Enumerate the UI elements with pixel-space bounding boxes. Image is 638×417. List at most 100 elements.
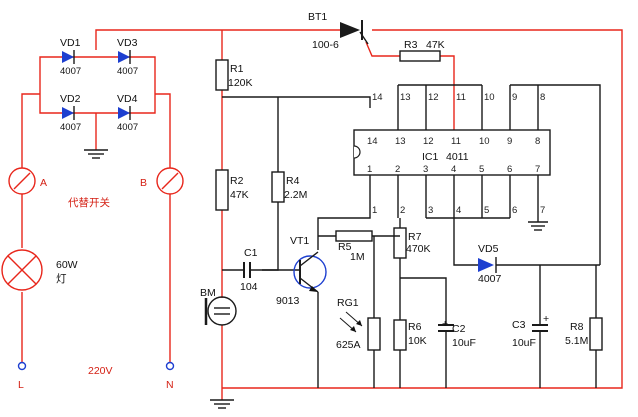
resistor-r3 bbox=[399, 50, 441, 62]
ic-pin-bottom-4-outer: 4 bbox=[456, 205, 461, 216]
capacitor-c1 bbox=[243, 262, 251, 278]
label-r2-value: 47K bbox=[230, 189, 249, 201]
label-ic1-ref: IC1 bbox=[422, 151, 439, 163]
microphone-bm bbox=[204, 296, 237, 326]
label-vt1-value: 9013 bbox=[276, 295, 300, 307]
label-lamp-unit: 灯 bbox=[56, 273, 67, 285]
ic-pin-top-10-inner: 10 bbox=[479, 136, 490, 147]
label-rg1-value: 625A bbox=[336, 339, 361, 351]
label-r2-ref: R2 bbox=[230, 175, 244, 187]
label-r4-ref: R4 bbox=[286, 175, 300, 187]
light-arrows-icon bbox=[339, 311, 363, 333]
label-ic1-value: 4011 bbox=[446, 151, 469, 163]
label-vt1-ref: VT1 bbox=[290, 235, 309, 247]
label-vd5-value: 4007 bbox=[478, 273, 502, 285]
label-vd3-value: 4007 bbox=[117, 66, 138, 77]
diode-vd5 bbox=[478, 257, 497, 273]
label-switch-note: 代替开关 bbox=[68, 196, 110, 209]
ic-pin-top-13-outer: 13 bbox=[400, 92, 411, 103]
label-vd4-ref: VD4 bbox=[117, 93, 138, 105]
ic-pin-top-12-outer: 12 bbox=[428, 92, 439, 103]
lamp bbox=[1, 249, 43, 291]
label-terminal-l: L bbox=[18, 379, 24, 391]
ic-4011 bbox=[353, 129, 551, 176]
ic-pin-bottom-2-inner: 2 bbox=[395, 164, 400, 175]
label-r5-ref: R5 bbox=[338, 241, 352, 253]
label-voltage: 220V bbox=[88, 365, 113, 377]
ic-pin-bottom-1-outer: 1 bbox=[372, 205, 377, 216]
ic-pin-bottom-2-outer: 2 bbox=[400, 205, 405, 216]
label-r6-value: 10K bbox=[408, 335, 427, 347]
label-bm-ref: BM bbox=[200, 287, 216, 299]
ic-pin-top-8-inner: 8 bbox=[535, 136, 540, 147]
label-terminal-n: N bbox=[166, 379, 174, 391]
capacitor-c3 bbox=[532, 324, 548, 340]
diode-vd2 bbox=[62, 106, 75, 120]
transistor-vt1 bbox=[293, 251, 327, 293]
label-rg1-ref: RG1 bbox=[337, 297, 359, 309]
label-r3-value: 47K bbox=[426, 39, 445, 51]
ic-pin-bottom-6-inner: 6 bbox=[507, 164, 512, 175]
terminal-b bbox=[156, 167, 184, 195]
label-bt1-value: 100-6 bbox=[312, 39, 339, 51]
ic-pin-top-11-outer: 11 bbox=[456, 92, 466, 103]
resistor-r2 bbox=[215, 169, 229, 211]
label-c3-plus: + bbox=[543, 313, 549, 325]
label-r4-value: 2.2M bbox=[284, 189, 307, 201]
labels: BT1 100-6 VD1 4007 VD3 4007 VD2 4007 VD4… bbox=[18, 11, 588, 391]
resistor-r7 bbox=[393, 227, 407, 259]
ic-pin-bottom-5-inner: 5 bbox=[479, 164, 484, 175]
label-r8-ref: R8 bbox=[570, 321, 584, 333]
ic-pin-bottom-7-outer: 7 bbox=[540, 205, 545, 216]
label-vd1-value: 4007 bbox=[60, 66, 81, 77]
ic-pin-top-12-inner: 12 bbox=[423, 136, 434, 147]
resistor-r5 bbox=[335, 230, 373, 242]
diode-vd3 bbox=[118, 50, 131, 64]
label-vd2-ref: VD2 bbox=[60, 93, 81, 105]
resistor-r8 bbox=[589, 317, 603, 351]
label-bt1-ref: BT1 bbox=[308, 11, 327, 23]
power-wires bbox=[21, 29, 623, 400]
capacitor-c2 bbox=[438, 324, 454, 340]
label-c1-value: 104 bbox=[240, 281, 258, 293]
label-c2-ref: C2 bbox=[452, 323, 466, 335]
ic-pin-top-10-outer: 10 bbox=[484, 92, 495, 103]
label-vd5-ref: VD5 bbox=[478, 243, 499, 255]
ic-pin-top-14-outer: 14 bbox=[372, 92, 383, 103]
resistor-r6 bbox=[393, 319, 407, 351]
ic-pin-bottom-3-inner: 3 bbox=[423, 164, 428, 175]
photoresistor-rg1 bbox=[367, 317, 381, 351]
label-terminal-a: A bbox=[40, 177, 47, 189]
label-c3-value: 10uF bbox=[512, 337, 536, 349]
label-lamp-value: 60W bbox=[56, 259, 78, 271]
ic-pin-bottom-5-outer: 5 bbox=[484, 205, 489, 216]
resistor-r1 bbox=[215, 59, 229, 91]
terminal-l bbox=[17, 361, 27, 371]
ic-pin-top-13-inner: 13 bbox=[395, 136, 406, 147]
terminal-n bbox=[165, 361, 175, 371]
label-r7-ref: R7 bbox=[408, 231, 422, 243]
terminal-a bbox=[8, 167, 36, 195]
resistor-r4 bbox=[271, 171, 285, 203]
label-c1-ref: C1 bbox=[244, 247, 258, 259]
ic-pin-bottom-4-inner: 4 bbox=[451, 164, 456, 175]
label-vd2-value: 4007 bbox=[60, 122, 81, 133]
ic-pin-top-9-inner: 9 bbox=[507, 136, 512, 147]
ic-pin-bottom-1-inner: 1 bbox=[367, 164, 372, 175]
ic-pin-top-14-inner: 14 bbox=[367, 136, 378, 147]
label-r7-value: 470K bbox=[406, 243, 431, 255]
thyristor-bt1 bbox=[340, 20, 369, 45]
label-r8-value: 5.1M bbox=[565, 335, 588, 347]
label-r1-value: 120K bbox=[228, 77, 253, 89]
label-r1-ref: R1 bbox=[230, 63, 244, 75]
label-vd3-ref: VD3 bbox=[117, 37, 138, 49]
label-c3-ref: C3 bbox=[512, 319, 526, 331]
ic-pin-bottom-3-outer: 3 bbox=[428, 205, 433, 216]
ic-pin-top-8-outer: 8 bbox=[540, 92, 545, 103]
label-r5-value: 1M bbox=[350, 251, 365, 263]
label-vd1-ref: VD1 bbox=[60, 37, 81, 49]
ic-pin-bottom-6-outer: 6 bbox=[512, 205, 517, 216]
